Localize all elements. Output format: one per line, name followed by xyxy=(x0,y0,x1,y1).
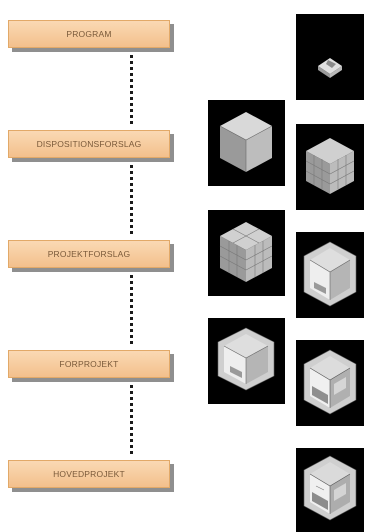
open-room-cube-icon xyxy=(303,241,357,307)
open-room-cube-icon xyxy=(217,327,275,391)
gridded-cube-icon xyxy=(305,138,355,194)
phase-box-program: PROGRAM xyxy=(8,20,170,48)
gridded-cube-icon xyxy=(219,222,273,282)
open-room-cube-final-thumbnail xyxy=(296,448,364,532)
solid-cube-icon xyxy=(219,112,273,172)
gridded-cube-thumbnail-left xyxy=(208,210,285,296)
solid-cube-thumbnail xyxy=(208,100,285,186)
phase-box-dispositionsforslag: DISPOSITIONSFORSLAG xyxy=(8,130,170,158)
connector-forprojekt-hovedprojekt xyxy=(130,378,133,454)
open-room-cube-detailed-icon xyxy=(303,349,357,415)
connector-disposition-projekt xyxy=(130,158,133,234)
phase-box-hovedprojekt: HOVEDPROJEKT xyxy=(8,460,170,488)
open-room-cube-final-icon xyxy=(303,455,357,521)
phase-box-projektforslag: PROJEKTFORSLAG xyxy=(8,240,170,268)
small-massing-thumbnail xyxy=(296,14,364,100)
open-room-cube-detailed-thumbnail xyxy=(296,340,364,426)
connector-projekt-forprojekt xyxy=(130,268,133,344)
small-massing-icon xyxy=(318,58,342,78)
connector-program-disposition xyxy=(130,48,133,124)
open-room-cube-thumbnail-left xyxy=(208,318,285,404)
open-room-cube-thumbnail-right xyxy=(296,232,364,318)
gridded-cube-thumbnail-right xyxy=(296,124,364,210)
phase-box-forprojekt: FORPROJEKT xyxy=(8,350,170,378)
